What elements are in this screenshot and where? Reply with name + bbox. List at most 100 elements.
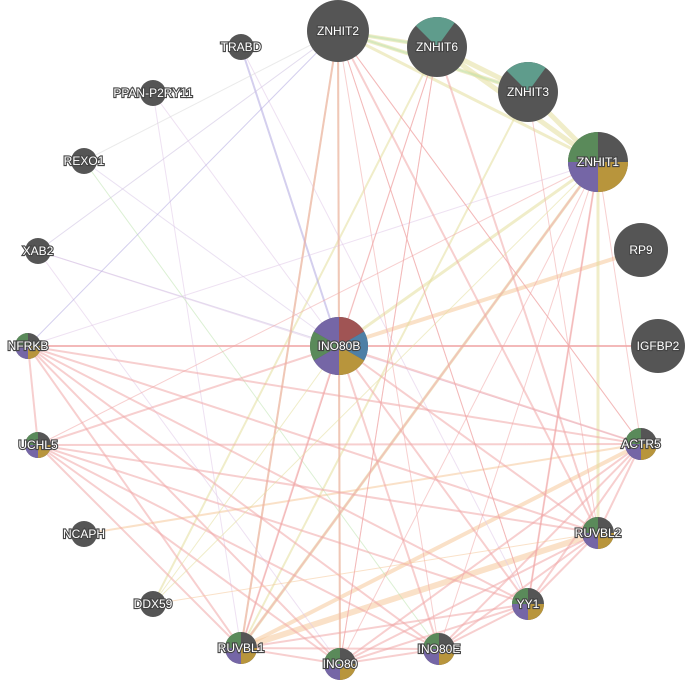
node-label: RUVBL2 <box>575 526 622 540</box>
node-nfrkb[interactable]: NFRKB <box>7 333 49 359</box>
node-ppan-p2ry11[interactable]: PPAN-P2RY11 <box>112 80 194 106</box>
node-slice <box>313 317 339 346</box>
node-slice <box>598 533 614 549</box>
node-slice <box>568 162 598 192</box>
node-label: NCAPH <box>63 527 105 541</box>
edge-ruvbl2-yy1 <box>527 532 599 605</box>
node-ruvbl2[interactable]: RUVBL2 <box>574 517 623 549</box>
edge-ino80-znhit1 <box>339 161 599 665</box>
edge-ddx59-ruvbl2 <box>152 532 599 605</box>
node-uchl5[interactable]: UCHL5 <box>17 432 59 458</box>
edge-nfrkb-ruvbl1 <box>27 345 242 649</box>
edge-trabd-yy1 <box>240 46 529 605</box>
edge-znhit2-yy1 <box>337 30 529 605</box>
node-ncaph[interactable]: NCAPH <box>62 521 106 547</box>
edge-nfrkb-yy1 <box>27 345 529 605</box>
node-slice <box>324 664 340 680</box>
node-znhit3[interactable]: ZNHIT3 <box>498 62 558 122</box>
node-slice <box>641 444 657 460</box>
edge-nfrkb-znhit2 <box>27 30 339 347</box>
node-circle <box>140 80 166 106</box>
edge-ddx59-znhit1 <box>152 161 599 605</box>
edge-ruvbl2-ino80e <box>438 532 599 650</box>
node-trabd[interactable]: TRABD <box>220 34 263 60</box>
edge-uchl5-ino80b <box>37 345 340 446</box>
node-circle <box>307 0 369 62</box>
edge-znhit6-ino80 <box>339 46 438 665</box>
node-slice <box>225 648 241 664</box>
edge-ruvbl1-znhit1 <box>240 161 599 649</box>
edge-actr5-ruvbl2 <box>597 443 642 534</box>
edge-znhit6-ddx59 <box>152 46 438 605</box>
node-ino80[interactable]: INO80 <box>322 648 359 680</box>
node-circle <box>228 34 254 60</box>
node-znhit1[interactable]: ZNHIT1 <box>568 132 628 192</box>
edge-nfrkb-actr5 <box>27 345 642 445</box>
edge-ruvbl2-ino80 <box>339 532 599 665</box>
node-slice <box>15 346 28 359</box>
node-slice <box>506 62 546 92</box>
edge-znhit2-actr5 <box>337 30 642 445</box>
edge-ino80b-ruvbl2 <box>338 345 599 534</box>
node-rp9[interactable]: RP9 <box>614 223 668 277</box>
edge-ino80b-rp9 <box>337 248 643 348</box>
node-ino80e[interactable]: INO80E <box>417 633 461 665</box>
edge-ino80b-actr5 <box>338 345 642 445</box>
node-igfbp2[interactable]: IGFBP2 <box>631 319 685 373</box>
node-slice <box>598 162 628 192</box>
node-label: PPAN-P2RY11 <box>113 86 193 100</box>
node-label: RUVBL1 <box>218 641 265 655</box>
node-znhit6[interactable]: ZNHIT6 <box>407 17 467 77</box>
node-actr5[interactable]: ACTR5 <box>620 428 662 460</box>
node-label: XAB2 <box>23 244 54 258</box>
edge-actr5-ruvbl1 <box>239 442 643 650</box>
edge-znhit1-yy1 <box>527 161 599 605</box>
edge-ino80e-znhit2 <box>337 30 440 650</box>
node-slice <box>582 533 598 549</box>
edge-ppan-p2ry11-ino80b <box>152 92 340 347</box>
edge-xab2-ino80 <box>37 250 341 665</box>
edge-ppan-p2ry11-ruvbl1 <box>152 92 242 649</box>
node-slice <box>339 331 368 361</box>
node-yy1[interactable]: YY1 <box>512 588 544 620</box>
node-ddx59[interactable]: DDX59 <box>133 591 174 617</box>
node-circle <box>71 148 97 174</box>
edge-uchl5-ruvbl2 <box>37 444 599 534</box>
node-slice <box>313 346 339 375</box>
edge-rexo1-znhit2 <box>83 30 339 162</box>
node-slice <box>439 649 455 665</box>
node-label: INO80 <box>323 657 358 671</box>
edge-nfrkb-ino80 <box>27 345 341 665</box>
node-xab2[interactable]: XAB2 <box>22 238 55 264</box>
node-slice <box>310 331 339 361</box>
node-ruvbl1[interactable]: RUVBL1 <box>217 632 266 664</box>
edges-layer <box>27 29 659 665</box>
node-label: YY1 <box>517 597 540 611</box>
node-rexo1[interactable]: REXO1 <box>63 148 106 174</box>
node-ino80b[interactable]: INO80B <box>310 317 368 375</box>
edge-ruvbl1-znhit2 <box>240 30 339 649</box>
edge-nfrkb-ruvbl2 <box>27 345 599 534</box>
node-slice <box>423 633 439 649</box>
edge-uchl5-ruvbl1 <box>37 444 242 649</box>
node-label: IGFBP2 <box>637 339 680 353</box>
node-circle <box>25 238 51 264</box>
edge-ino80b-ino80 <box>338 345 341 665</box>
node-slice <box>339 317 365 346</box>
node-label: DDX59 <box>134 597 173 611</box>
node-slice <box>241 648 257 664</box>
node-label: NFRKB <box>8 339 49 353</box>
node-label: INO80B <box>318 339 361 353</box>
edge-yy1-ruvbl1 <box>240 603 529 649</box>
node-slice <box>38 445 51 458</box>
edge-ino80-ruvbl1 <box>240 647 341 665</box>
edge-znhit3-ruvbl1 <box>240 91 529 649</box>
edge-trabd-ino80b <box>240 46 340 347</box>
node-slice <box>423 649 439 665</box>
node-label: ZNHIT3 <box>507 85 549 99</box>
edge-nfrkb-znhit1 <box>27 161 599 347</box>
edge-rexo1-ino80b <box>83 160 340 347</box>
node-znhit2[interactable]: ZNHIT2 <box>307 0 369 62</box>
edge-ruvbl2-znhit2 <box>337 30 599 534</box>
edge-actr5-ino80 <box>339 443 642 665</box>
